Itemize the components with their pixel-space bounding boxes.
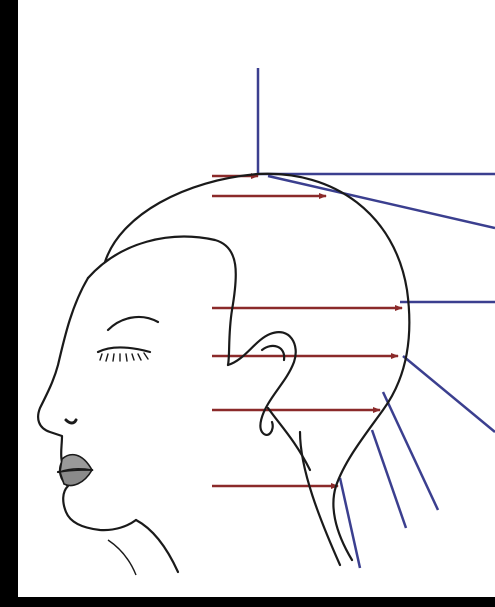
blue-line-lower-diagonal [403,356,495,432]
eyelashes [100,353,148,361]
skull-outline [105,174,409,560]
neck-front [136,520,178,572]
closed-eye [98,348,150,353]
face-profile [38,278,136,530]
blue-projection-lines [258,68,495,568]
hairline [88,237,236,365]
head-outline [38,174,409,572]
ear-inner [262,346,284,360]
nostril [66,420,76,423]
ear [228,332,296,435]
blue-line-fan-2 [372,430,406,528]
blue-line-upper-diagonal [268,176,495,228]
neck-shadow-line [108,540,136,575]
lips [60,455,92,486]
eyebrow [108,317,158,330]
red-arrows [212,176,402,486]
blue-line-fan-1 [383,392,438,510]
lower-lip [60,470,92,485]
